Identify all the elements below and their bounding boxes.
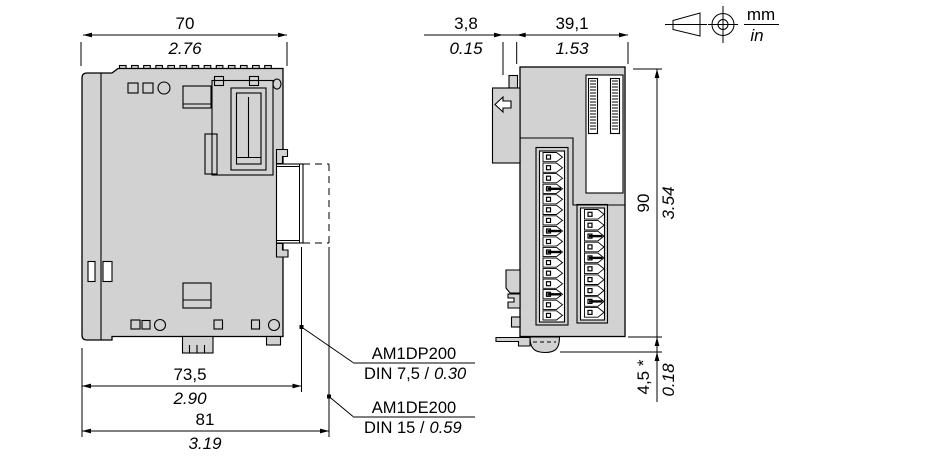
- model-name: AM1DE200: [372, 399, 456, 417]
- dim-text-3-8: 3,8: [454, 14, 478, 33]
- dim-clip-depth: 3,8 0.15: [424, 14, 517, 75]
- label-plate: [182, 85, 212, 109]
- ladder-strip-1: [587, 77, 599, 135]
- dim-side-width: 39,1 1.53: [516, 14, 629, 64]
- vent-square: [142, 82, 154, 94]
- units-mm: mm: [747, 5, 775, 24]
- din-size: DIN 15 /0.59: [364, 419, 462, 437]
- ladder-strip-2: [609, 77, 621, 135]
- model-name: AM1DP200: [372, 345, 456, 363]
- dim-text-3-54: 3.54: [659, 186, 678, 219]
- bottom-tab: [265, 335, 282, 346]
- vent-square: [213, 319, 224, 330]
- rail-hook-bottom: [275, 242, 289, 258]
- units-fraction: mm in: [744, 5, 779, 45]
- side-slot: [87, 260, 96, 283]
- vent-square: [141, 319, 151, 330]
- side-view: [491, 66, 626, 354]
- label-am1de200: AM1DE200 DIN 15 /0.59: [327, 394, 475, 437]
- din-clip: [491, 74, 531, 347]
- dim-clamp-height: 4,5 * 0.18: [560, 337, 678, 402]
- bus-connector: [204, 75, 282, 176]
- units-in: in: [750, 26, 763, 45]
- dim-din15-width: 81 3.19: [82, 247, 330, 453]
- dim-text-73-5: 73,5: [173, 365, 206, 384]
- dim-text-1-53: 1.53: [555, 39, 589, 58]
- vent-hole: [157, 81, 171, 95]
- clip-arrow-icon: [494, 95, 512, 114]
- din-rail-dashed: [303, 163, 330, 244]
- vent-hole: [153, 318, 167, 332]
- din-size: DIN 7,5 /0.30: [364, 365, 467, 383]
- vent-square: [127, 82, 139, 94]
- bottom-plate: [182, 282, 212, 309]
- dim-text-0-15: 0.15: [449, 39, 483, 58]
- vent-hole: [267, 318, 281, 332]
- side-slot: [102, 260, 113, 283]
- dim-text-81: 81: [196, 410, 215, 429]
- din-rail-solid: [275, 163, 304, 244]
- dim-text-90: 90: [634, 194, 653, 213]
- dim-text-2-90: 2.90: [172, 389, 207, 408]
- vent-square: [130, 319, 141, 330]
- dim-text-4-5: 4,5 *: [634, 359, 653, 394]
- dim-front-width: 70 2.76: [80, 14, 288, 66]
- dim-height: 90 3.54: [628, 68, 678, 346]
- first-angle-projection-icon: [665, 6, 738, 43]
- dim-din75-width: 73,5 2.90: [81, 247, 302, 437]
- terminal-rows-left: [542, 152, 564, 321]
- vent-square: [250, 319, 261, 330]
- dim-text-3-19: 3.19: [188, 434, 222, 453]
- dim-text-0-18: 0.18: [659, 363, 678, 397]
- dim-text-2-76: 2.76: [167, 39, 202, 58]
- dim-text-70: 70: [176, 14, 195, 33]
- dim-text-39-1: 39,1: [555, 14, 588, 33]
- rail-hook-top: [275, 148, 289, 165]
- front-view: [81, 64, 330, 354]
- label-am1dp200: AM1DP200 DIN 7,5 /0.30: [299, 325, 475, 383]
- module-body: [81, 67, 284, 341]
- terminal-rows-right: [584, 209, 605, 318]
- clamp-foot: [529, 336, 561, 354]
- bottom-terminal: [181, 335, 214, 354]
